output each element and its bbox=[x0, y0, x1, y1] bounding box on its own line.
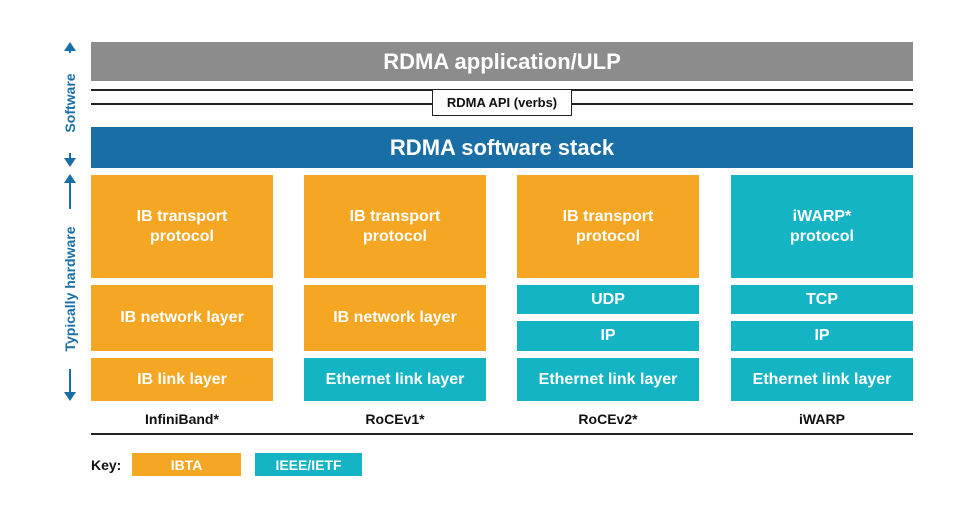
hardware-arrow-up-icon bbox=[64, 174, 76, 183]
col4-tcp-block: TCP bbox=[731, 285, 913, 314]
col2-transport-block: IB transport protocol bbox=[304, 175, 486, 278]
col1-label: InfiniBand* bbox=[145, 411, 219, 427]
software-side-label: Software bbox=[60, 53, 80, 153]
key-label: Key: bbox=[91, 457, 122, 473]
col3-label: RoCEv2* bbox=[578, 411, 638, 427]
bottom-rule bbox=[91, 433, 913, 435]
hardware-arrow-down-icon bbox=[64, 392, 76, 401]
key-ieee-ietf-swatch: IEEE/IETF bbox=[255, 453, 362, 476]
col2-link-block: Ethernet link layer bbox=[304, 358, 486, 401]
rdma-application-block: RDMA application/ULP bbox=[91, 42, 913, 81]
col3-transport-block: IB transport protocol bbox=[517, 175, 699, 278]
col3-ip-block: IP bbox=[517, 321, 699, 351]
col4-label: iWARP bbox=[799, 411, 845, 427]
rdma-api-box: RDMA API (verbs) bbox=[432, 89, 572, 116]
rdma-software-stack-block: RDMA software stack bbox=[91, 127, 913, 168]
col3-link-block: Ethernet link layer bbox=[517, 358, 699, 401]
hardware-side-label: Typically hardware bbox=[60, 209, 80, 369]
key-ibta-swatch: IBTA bbox=[132, 453, 241, 476]
col2-label: RoCEv1* bbox=[365, 411, 425, 427]
col1-link-block: IB link layer bbox=[91, 358, 273, 401]
col4-transport-block: iWARP* protocol bbox=[731, 175, 913, 278]
col1-transport-block: IB transport protocol bbox=[91, 175, 273, 278]
col3-udp-block: UDP bbox=[517, 285, 699, 314]
software-arrow-down-icon bbox=[64, 158, 76, 167]
col4-ip-block: IP bbox=[731, 321, 913, 351]
col2-network-block: IB network layer bbox=[304, 285, 486, 351]
col4-link-block: Ethernet link layer bbox=[731, 358, 913, 401]
software-arrow-up-icon bbox=[64, 42, 76, 51]
col1-network-block: IB network layer bbox=[91, 285, 273, 351]
